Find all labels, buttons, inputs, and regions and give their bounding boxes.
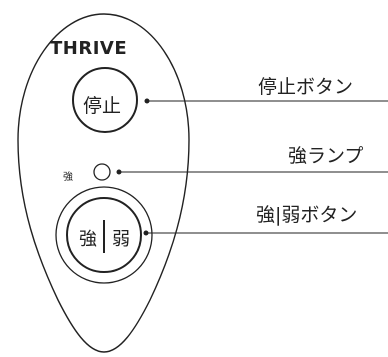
switch-strong-label: 強 [79, 229, 97, 250]
switch-button-circle[interactable] [66, 197, 142, 273]
switch-button-outer-ring [55, 186, 153, 284]
strong-lamp-circle [93, 163, 111, 181]
stop-button-callout: 停止ボタン [258, 76, 354, 98]
switch-weak-label: 弱 [112, 229, 130, 250]
remote-body-outline [17, 13, 190, 353]
stop-button-circle[interactable] [72, 67, 138, 133]
brand-logo: THRIVE [50, 38, 128, 59]
stop-button-label: 停止 [83, 95, 122, 117]
strong-lamp-callout: 強ランプ [288, 145, 364, 167]
lamp-small-label: 強 [63, 172, 73, 183]
switch-button-callout: 強|弱ボタン [256, 204, 358, 226]
